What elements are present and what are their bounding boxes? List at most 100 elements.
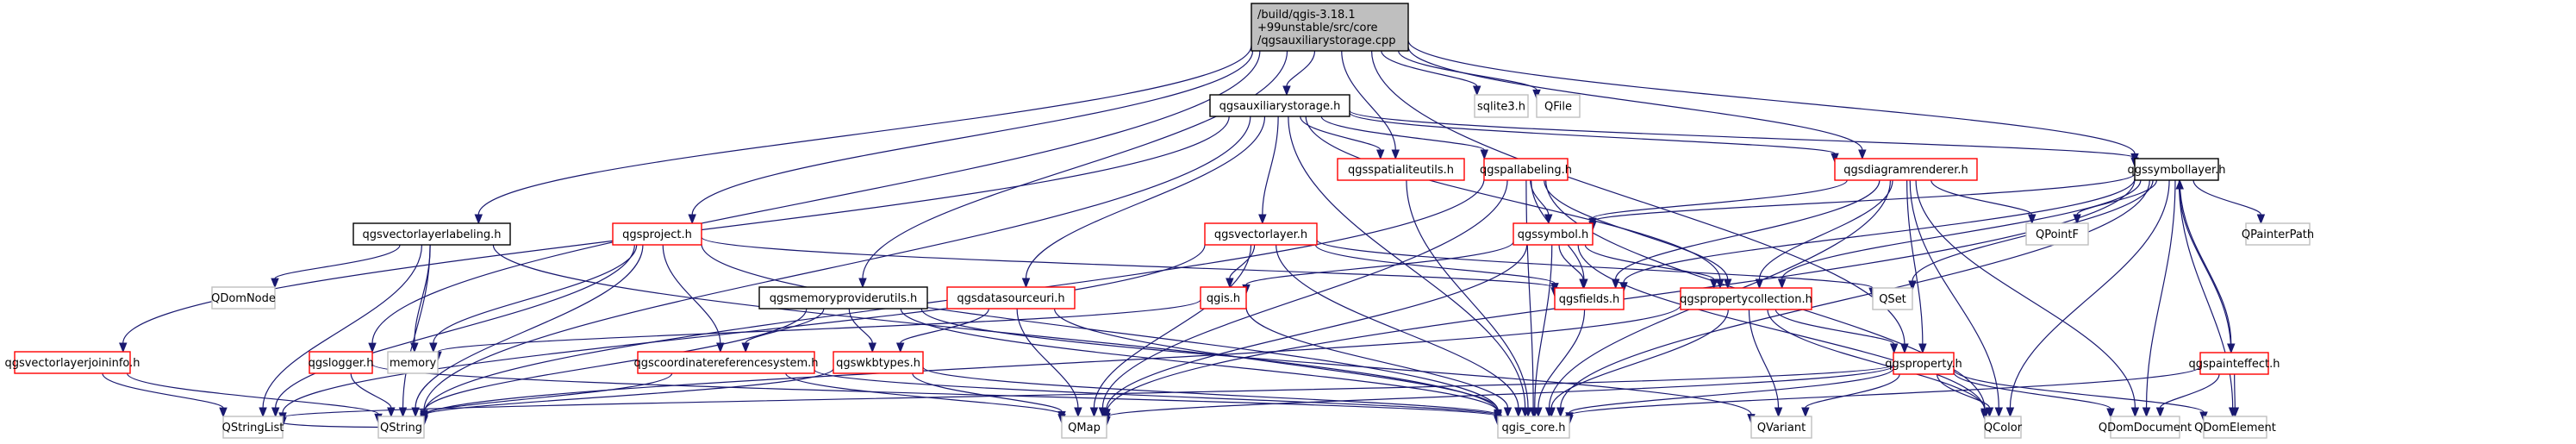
arrowhead-icon [271,407,280,418]
node-box [1061,416,1107,439]
edge-line [2178,179,2234,409]
node-qgsauxiliarystorage-h[interactable]: qgsauxiliarystorage.h [1209,94,1350,117]
edge-qgspropertycollection-h-to-qgis-core-h [1547,309,1729,418]
node-label: qgsvectorlayerjoininfo.h [4,357,140,370]
node-label: qgis_core.h [1502,422,1566,435]
edge-qgsdatasourceuri-h-to-qgis-core-h [1053,308,1502,420]
node-qgsspatialiteutils-h[interactable]: qgsspatialiteutils.h [1337,158,1465,181]
node-box [2199,352,2269,375]
node-qgscoordinatereferencesystem-h[interactable]: qgscoordinatereferencesystem.h [633,351,819,374]
edge-qgsproperty-h-to-qdomdocument [1953,372,2115,419]
node-qstring: QString [377,416,425,439]
node-label: QVariant [1757,422,1806,435]
node-label: /qgsauxiliarystorage.cpp [1257,34,1396,47]
node-qgis-h[interactable]: qgis.h [1200,286,1247,310]
node-root[interactable]: /build/qgis-3.18.1+99unstable/src/core/q… [1251,3,1409,52]
edge-qgsdiagramrenderer-h-to-qdomdocument [1915,179,2140,418]
edge-qgspallabeling-h-to-qmap [1098,179,1508,418]
edge-line [275,244,635,409]
edge-line [2076,179,2158,216]
arrowhead-icon [271,278,279,289]
arrowhead-icon [1226,278,1234,289]
node-box [14,351,131,374]
edge-line [1300,116,1382,151]
edge-qgspropertycollection-h-to-qgsproperty-h [1775,309,1899,354]
arrowhead-icon [1777,278,1787,290]
node-label: QDomDocument [2099,422,2192,435]
node-label: QSet [1879,293,1906,306]
node-qgsdiagramrenderer-h[interactable]: qgsdiagramrenderer.h [1834,158,1978,181]
node-qgspropertycollection-h[interactable]: qgspropertycollection.h [1680,287,1812,310]
arrowhead-icon [1503,407,1513,418]
edge-qgsvectorlayer-h-to-qgis-h [1226,244,1256,289]
nodes-layer: /build/qgis-3.18.1+99unstable/src/core/q… [4,3,2314,439]
node-box [1513,222,1594,246]
edge-qgsspatialiteutils-h-to-qgis-core-h [1406,179,1532,418]
node-qgsvectorlayerlabeling-h[interactable]: qgsvectorlayerlabeling.h [352,222,511,246]
node-qgsmemoryproviderutils-h[interactable]: qgsmemoryproviderutils.h [758,286,928,310]
node-label: qgspropertycollection.h [1680,293,1812,306]
edge-line [423,304,1681,417]
edge-line [1577,244,1986,411]
arrowhead-icon [1980,409,1989,420]
edge-root-to-qgsvectorlayerlabeling-h [474,45,1252,225]
node-memory: memory [387,351,439,374]
edge-line [912,372,1063,412]
node-qgspallabeling-h[interactable]: qgspallabeling.h [1480,158,1572,181]
arrowhead-icon [1514,407,1523,418]
node-qgslogger-h[interactable]: qgslogger.h [309,351,374,374]
node-label: QColor [1984,422,2023,435]
edge-qstring-to-qstringlist [273,417,379,428]
edge-root-to-qgsdiagramrenderer-h [1407,46,1867,160]
node-qgswkbtypes-h[interactable]: qgswkbtypes.h [833,351,924,374]
node-qpainterpath: QPainterPath [2242,222,2314,246]
arrowhead-icon [2130,407,2140,418]
node-qgsproperty-h[interactable]: qgsproperty.h [1885,352,1962,375]
edge-qgssymbol-h-to-qgis-h [1242,241,1514,295]
edge-line [1262,116,1279,216]
edge-line [1525,179,1534,409]
node-qgsdatasourceuri-h[interactable]: qgsdatasourceuri.h [946,286,1076,310]
edge-line [922,366,1499,416]
node-box [1474,94,1529,118]
arrowhead-icon [1858,149,1867,160]
edge-line [350,372,392,409]
node-qcolor: QColor [1984,416,2023,439]
arrowhead-icon [411,407,420,418]
edge-line [1229,244,1256,279]
node-qgsvectorlayer-h[interactable]: qgsvectorlayer.h [1204,222,1318,246]
edge-line [1592,179,1848,219]
arrowhead-icon [1709,278,1718,290]
edge-qgssymbollayer-h-to-qdomelement [2178,179,2237,418]
edge-line [1781,179,2142,280]
node-box [2245,222,2311,246]
node-box [1536,94,1581,118]
node-qgsfields-h[interactable]: qgsfields.h [1554,287,1625,310]
node-qgssymbol-h[interactable]: qgssymbol.h [1513,222,1594,246]
edge-qgssymbollayer-h-to-qgis-core-h [1556,179,2150,418]
edge-line [1758,179,1893,280]
edge-qgsvectorlayer-h-to-qgis-core-h [1276,244,1523,418]
arrowhead-icon [2106,408,2115,419]
node-qgssymbollayer-h[interactable]: qgssymbollayer.h [2127,158,2226,181]
node-label: qgsmemoryproviderutils.h [770,292,917,305]
node-qgsvectorlayerjoininfo-h[interactable]: qgsvectorlayerjoininfo.h [4,351,140,374]
node-label: /build/qgis-3.18.1 [1257,9,1356,22]
arrowhead-icon [1102,409,1111,420]
node-label: qgspainteffect.h [2188,358,2280,371]
edge-qgscoordinatereferencesystem-h-to-qmap [785,372,1066,425]
edge-line [433,244,638,344]
edge-qgspropertycollection-h-to-qcolor [1767,309,1989,420]
edge-line [701,236,1556,289]
edge-line [1288,116,1526,409]
node-box [1204,222,1318,246]
node-qgspainteffect-h[interactable]: qgspainteffect.h [2188,352,2280,375]
edge-qgssymbol-h-to-qmap [1102,244,1528,420]
arrowhead-icon [219,407,228,418]
arrowhead-icon [1889,343,1899,354]
node-qgsproject-h[interactable]: qgsproject.h [612,222,702,246]
edge-qgssymbollayer-h-to-qgspropertycollection-h [1777,179,2142,290]
edge-line [1101,179,1508,409]
edge-qgsdiagramrenderer-h-to-qgsfields-h [1611,179,1881,290]
arrowhead-icon [1534,407,1543,418]
